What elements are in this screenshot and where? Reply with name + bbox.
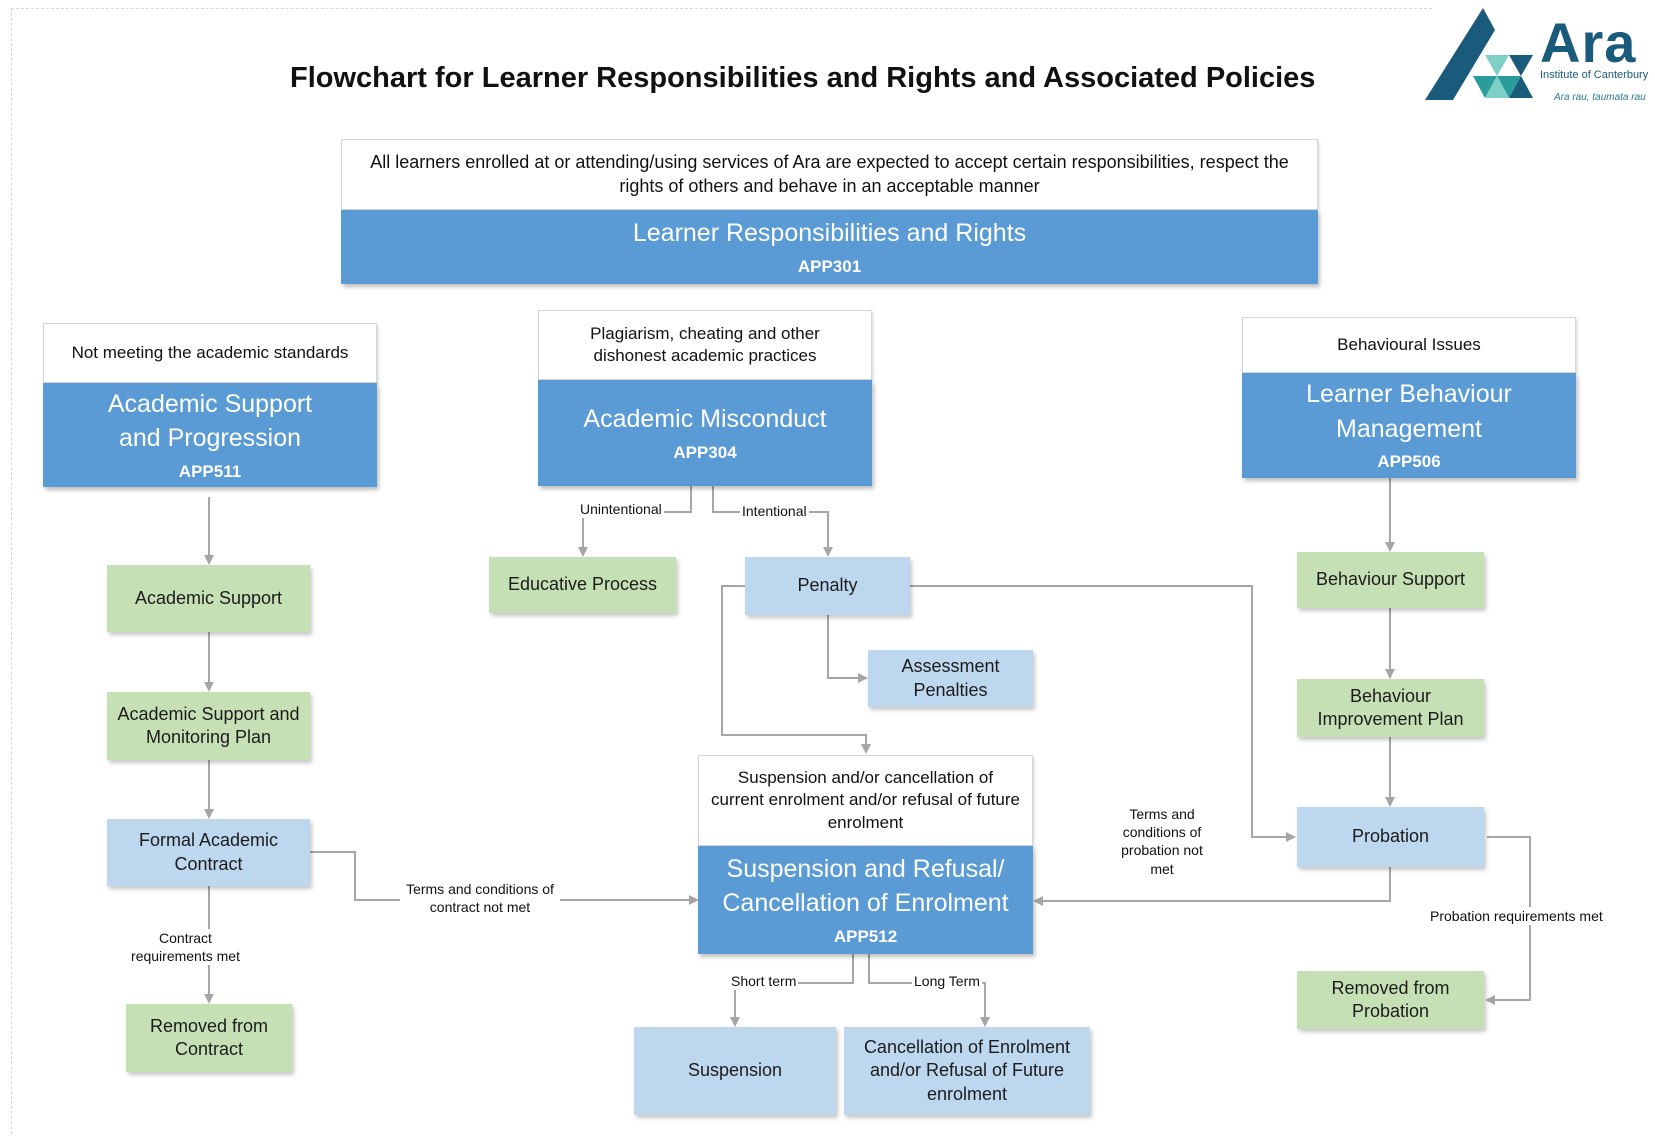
step-cancellation-refusal: Cancellation of Enrolment and/or Refusal… [844, 1027, 1090, 1115]
policy-title: Learner Responsibilities and Rights [632, 219, 1027, 248]
cancellation-text: Cancellation of Enrolment and/or Refusal… [863, 1036, 1071, 1104]
page-frame [11, 8, 1432, 1134]
ara-logo-mark-icon [1425, 8, 1533, 100]
step-suspension: Suspension [634, 1027, 836, 1115]
label-probation-not-met: Terms and conditions of probation not me… [1108, 805, 1216, 878]
step-assessment-penalties: Assessment Penalties [868, 650, 1033, 707]
step-probation: Probation [1297, 807, 1484, 867]
label-unintentional: Unintentional [578, 500, 664, 519]
step-formal-academic-contract: Formal Academic Contract [107, 819, 310, 886]
label-long-term: Long Term [912, 972, 982, 991]
step-behaviour-support: Behaviour Support [1297, 552, 1484, 608]
policy-code: APP511 [178, 461, 242, 481]
label-probation-met: Probation requirements met [1428, 907, 1605, 926]
label-intentional: Intentional [740, 502, 809, 521]
label-contract-not-met: Terms and conditions of contract not met [400, 880, 560, 917]
step-educative-process: Educative Process [489, 557, 676, 613]
behaviour-plan-text: Behaviour Improvement Plan [1317, 685, 1464, 729]
step-academic-monitoring-plan: Academic Support and Monitoring Plan [107, 692, 310, 760]
misconduct-note-text: Plagiarism, cheating and other dishonest… [590, 323, 820, 365]
arrow-probation-to-suspension [1033, 867, 1391, 906]
policy-code: APP301 [797, 256, 862, 276]
logo-wordmark: Ara [1540, 11, 1637, 74]
logo-tagline: Ara rau, taumata rau [1554, 92, 1646, 103]
label-short-term: Short term [729, 972, 799, 991]
assessment-penalties-text: Assessment Penalties [901, 656, 1000, 700]
suspension-note-text: Suspension and/or cancellation of curren… [711, 768, 1020, 832]
behaviour-note: Behavioural Issues [1242, 317, 1576, 373]
arrow-penalty-to-suspension-note [721, 585, 871, 754]
step-academic-support: Academic Support [107, 565, 310, 632]
page-title: Flowchart for Learner Responsibilities a… [290, 62, 1316, 94]
logo-subtitle: Institute of Canterbury [1540, 69, 1649, 81]
policy-title: Suspension and Refusal/ Cancellation of … [722, 854, 1009, 918]
label-contract-met: Contract requirements met [118, 929, 253, 966]
policy-code: APP506 [1377, 452, 1441, 472]
policy-academic-misconduct: Academic Misconduct APP304 [538, 380, 872, 486]
academic-note: Not meeting the academic standards [43, 323, 377, 383]
policy-title: Learner Behaviour Management [1306, 380, 1512, 443]
arrow-misconduct-to-educative [578, 486, 692, 557]
policy-academic-support: Academic Support and Progression APP511 [43, 383, 377, 487]
policy-suspension-refusal: Suspension and Refusal/ Cancellation of … [698, 846, 1033, 954]
arrow-penalty-to-assessment [827, 615, 868, 683]
policy-code: APP512 [833, 926, 898, 946]
step-behaviour-improvement-plan: Behaviour Improvement Plan [1297, 679, 1484, 737]
policy-learner-responsibilities: Learner Responsibilities and Rights APP3… [341, 210, 1318, 284]
step-removed-from-probation: Removed from Probation [1297, 971, 1484, 1029]
step-removed-from-contract: Removed from Contract [126, 1004, 292, 1072]
top-note: All learners enrolled at or attending/us… [341, 139, 1318, 210]
removed-probation-text: Removed from Probation [1331, 977, 1450, 1021]
arrow-misconduct-to-penalty [712, 486, 833, 557]
arrow-penalty-to-probation [910, 585, 1296, 842]
policy-learner-behaviour: Learner Behaviour Management APP506 [1242, 373, 1576, 478]
policy-code: APP304 [673, 442, 737, 462]
step-penalty: Penalty [745, 557, 910, 615]
policy-title: Academic Misconduct [583, 405, 827, 434]
misconduct-note: Plagiarism, cheating and other dishonest… [538, 310, 872, 380]
suspension-note: Suspension and/or cancellation of curren… [698, 755, 1033, 846]
policy-title: Academic Support and Progression [107, 389, 313, 453]
